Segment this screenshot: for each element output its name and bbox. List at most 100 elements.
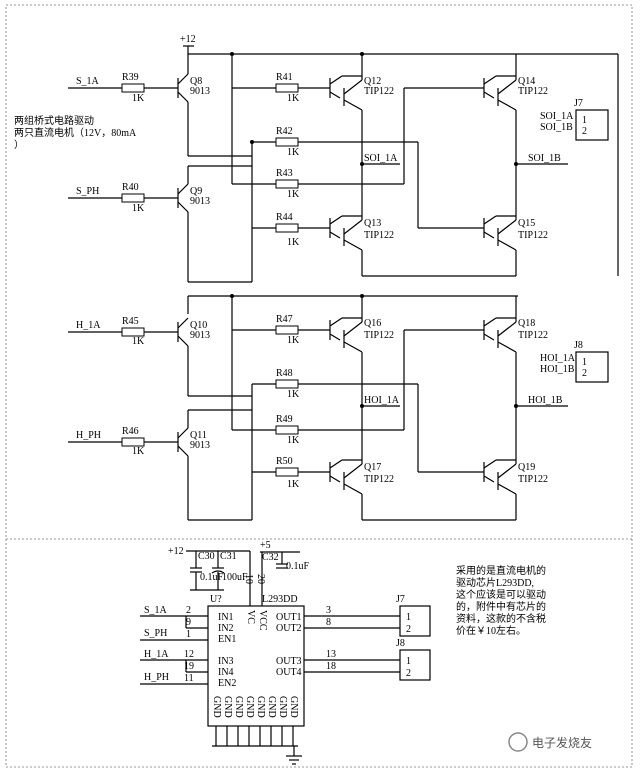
- svg-text:IN1: IN1: [218, 612, 234, 623]
- net-soi1b: SOI_1B: [528, 153, 561, 164]
- svg-text:IN2: IN2: [218, 623, 234, 634]
- input-h1a: H_1A: [76, 320, 101, 331]
- svg-text:TIP122: TIP122: [518, 86, 548, 97]
- vcc12-label: +12: [180, 34, 196, 45]
- svg-text:18: 18: [326, 661, 336, 672]
- svg-text:1K: 1K: [132, 446, 145, 457]
- note-line1: 两组桥式电路驱动: [14, 114, 94, 127]
- svg-text:R41: R41: [276, 72, 293, 83]
- svg-text:R44: R44: [276, 212, 293, 223]
- svg-text:HOI_1A: HOI_1A: [540, 353, 576, 364]
- transistor-q15: [483, 215, 517, 251]
- svg-text:+12: +12: [168, 546, 184, 557]
- svg-text:H_PH: H_PH: [144, 672, 169, 683]
- svg-text:2: 2: [406, 668, 411, 679]
- input-hph: H_PH: [76, 430, 101, 441]
- svg-text:价在￥10左右。: 价在￥10左右。: [456, 624, 526, 637]
- svg-text:C32: C32: [262, 552, 279, 563]
- svg-text:10: 10: [243, 574, 254, 584]
- svg-text:R47: R47: [276, 314, 293, 325]
- svg-text:2: 2: [582, 126, 587, 137]
- svg-text:12: 12: [184, 649, 194, 660]
- svg-text:GND: GND: [233, 696, 244, 718]
- svg-text:GND: GND: [266, 696, 277, 718]
- svg-text:1: 1: [406, 612, 411, 623]
- transistor-q12: [329, 54, 363, 111]
- bridge-h: H_1A R45 1K Q10 9013 H_PH R46 1K Q11 901…: [68, 294, 609, 521]
- svg-text:TIP122: TIP122: [364, 330, 394, 341]
- svg-text:1K: 1K: [132, 336, 145, 347]
- svg-text:C30: C30: [198, 551, 215, 562]
- svg-text:2: 2: [186, 605, 191, 616]
- svg-text:TIP122: TIP122: [518, 330, 548, 341]
- svg-text:GND: GND: [255, 696, 266, 718]
- resistor-r44: [275, 223, 299, 233]
- svg-text:J8: J8: [396, 638, 405, 649]
- transistor-q19: [483, 459, 517, 495]
- input-sph: S_PH: [76, 186, 99, 197]
- svg-text:1: 1: [582, 115, 587, 126]
- resistor-r43: [275, 179, 299, 189]
- svg-text:3: 3: [326, 605, 331, 616]
- resistor-r47: [275, 325, 299, 335]
- svg-text:L293DD: L293DD: [262, 594, 298, 605]
- connector-j7-bottom: [399, 605, 431, 637]
- svg-text:采用的是直流电机的: 采用的是直流电机的: [456, 564, 546, 577]
- net-hoi1a: HOI_1A: [364, 395, 400, 406]
- svg-text:TIP122: TIP122: [364, 86, 394, 97]
- resistor-r49: [275, 425, 299, 435]
- svg-text:HOI_1B: HOI_1B: [540, 364, 575, 375]
- net-soi1a: SOI_1A: [364, 153, 398, 164]
- svg-text:1: 1: [406, 656, 411, 667]
- svg-text:11: 11: [184, 673, 194, 684]
- svg-text:GND: GND: [288, 696, 299, 718]
- svg-text:+5: +5: [260, 540, 271, 551]
- gnd-pins: GND GND GND GND GND GND GND GND: [211, 696, 299, 718]
- svg-text:TIP122: TIP122: [364, 230, 394, 241]
- svg-text:TIP122: TIP122: [364, 474, 394, 485]
- svg-text:9013: 9013: [190, 330, 210, 341]
- svg-text:GND: GND: [244, 696, 255, 718]
- svg-text:1K: 1K: [287, 335, 300, 346]
- svg-text:9013: 9013: [190, 440, 210, 451]
- svg-text:1K: 1K: [287, 237, 300, 248]
- svg-text:J7: J7: [396, 594, 405, 605]
- note-line2: 两只直流电机（12V，80mA: [14, 126, 137, 139]
- svg-text:EN1: EN1: [218, 634, 236, 645]
- svg-text:H_1A: H_1A: [144, 649, 169, 660]
- svg-text:Q15: Q15: [518, 218, 535, 229]
- resistor-r40: [121, 193, 145, 203]
- svg-text:R43: R43: [276, 168, 293, 179]
- svg-text:OUT2: OUT2: [276, 623, 302, 634]
- svg-text:的，附件中有芯片的: 的，附件中有芯片的: [456, 600, 546, 613]
- svg-text:Q9: Q9: [190, 186, 202, 197]
- svg-text:Q11: Q11: [190, 430, 207, 441]
- svg-text:1K: 1K: [287, 389, 300, 400]
- ic-l293dd: [207, 605, 305, 727]
- svg-text:R40: R40: [122, 182, 139, 193]
- svg-text:TIP122: TIP122: [518, 474, 548, 485]
- svg-text:13: 13: [326, 649, 336, 660]
- connector-j7-top: [575, 109, 609, 141]
- svg-text:1K: 1K: [287, 189, 300, 200]
- svg-text:VC: VC: [245, 610, 256, 624]
- resistor-r46: [121, 437, 145, 447]
- svg-text:OUT1: OUT1: [276, 612, 302, 623]
- svg-text:R45: R45: [122, 316, 139, 327]
- svg-text:OUT4: OUT4: [276, 667, 302, 678]
- svg-text:U?: U?: [210, 594, 222, 605]
- svg-text:IN3: IN3: [218, 656, 234, 667]
- svg-text:Q10: Q10: [190, 320, 207, 331]
- transistor-q17: [329, 459, 363, 495]
- svg-text:2: 2: [406, 624, 411, 635]
- svg-text:R48: R48: [276, 368, 293, 379]
- svg-text:驱动芯片L293DD,: 驱动芯片L293DD,: [456, 576, 534, 589]
- svg-text:0.1uF: 0.1uF: [200, 572, 224, 583]
- watermark-logo-icon: [508, 732, 528, 752]
- svg-text:1K: 1K: [132, 93, 145, 104]
- svg-text:Q18: Q18: [518, 318, 535, 329]
- svg-text:资料，这款的不含税: 资料，这款的不含税: [456, 612, 546, 625]
- resistor-r42: [275, 137, 299, 147]
- bridge-s: +12 S_1A R39 1K Q8 9013 S_PH R40 1K Q: [68, 34, 619, 283]
- svg-text:IN4: IN4: [218, 667, 234, 678]
